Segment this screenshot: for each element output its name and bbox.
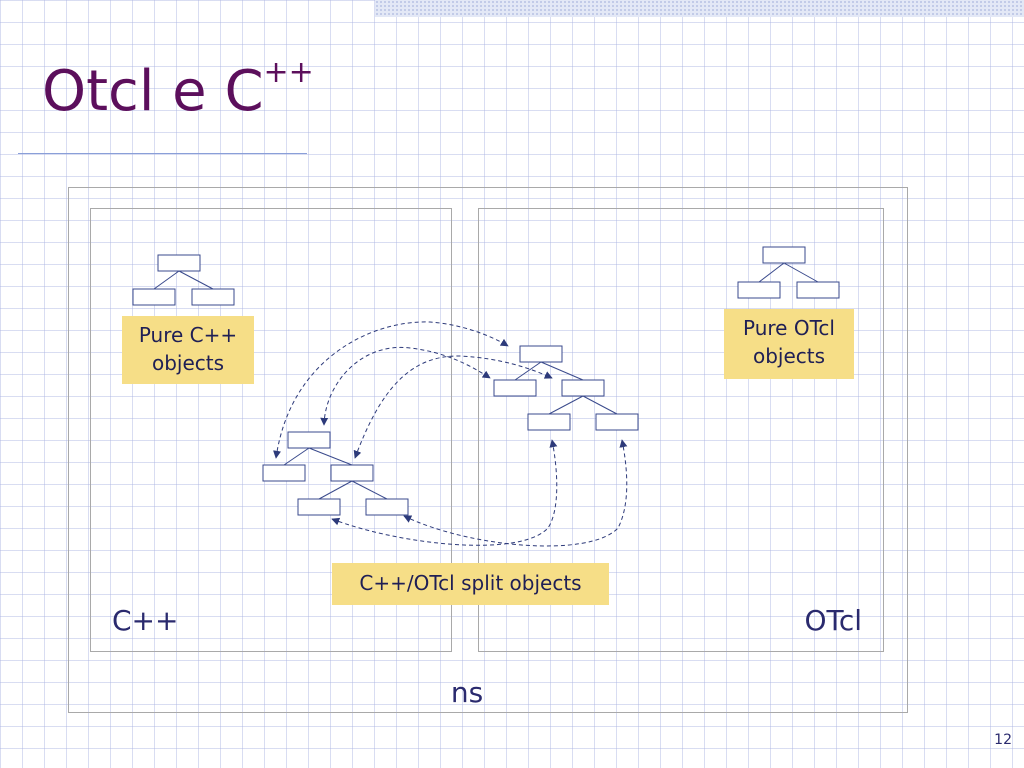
tree-link [178, 270, 214, 290]
tree-link [318, 480, 353, 500]
pure-cpp-note: Pure C++ objects [122, 316, 254, 384]
tree-link [514, 361, 542, 381]
tree-link [308, 447, 353, 466]
link-arrow [320, 346, 491, 426]
note-line: objects [151, 351, 225, 375]
header-band [375, 0, 1024, 17]
tree-link [783, 262, 819, 283]
pure-otcl-note: Pure OTcl objects [724, 309, 854, 379]
object-box [796, 281, 840, 299]
split-cpp-object-tree [262, 431, 409, 516]
link-arrow [273, 321, 509, 459]
page-number: 12 [994, 732, 1012, 748]
object-box [519, 345, 563, 363]
otcl-label: OTcl [804, 604, 862, 637]
link-arrow [403, 439, 628, 547]
split-object-links [273, 321, 628, 547]
title-underline [18, 153, 307, 154]
note-line: Pure OTcl [743, 316, 835, 340]
pure-cpp-object-tree [132, 254, 235, 306]
pure-otcl-object-tree [737, 246, 840, 299]
object-box [365, 498, 409, 516]
tree-link [351, 480, 388, 500]
object-box [262, 464, 306, 482]
tree-link [758, 262, 785, 283]
object-box [287, 431, 331, 449]
ns-frame [68, 187, 908, 713]
slide-title: Otcl e C++ [42, 54, 314, 130]
split-otcl-object-tree [493, 345, 639, 431]
title-superscript: ++ [263, 55, 314, 90]
note-line: objects [752, 344, 826, 368]
tree-link [153, 270, 180, 290]
object-box [595, 413, 639, 431]
object-box [191, 288, 235, 306]
object-box [493, 379, 537, 397]
link-arrow [331, 439, 558, 546]
tree-link [540, 361, 584, 381]
object-box [527, 413, 571, 431]
tree-link [283, 447, 310, 466]
object-box [157, 254, 201, 272]
tree-link [582, 395, 618, 415]
object-box [297, 498, 341, 516]
object-box [762, 246, 806, 264]
object-box [132, 288, 176, 306]
cpp-label: C++ [112, 604, 179, 637]
link-arrow [353, 355, 553, 459]
title-main: Otcl e C [42, 59, 264, 124]
note-line: Pure C++ [138, 323, 238, 347]
ns-label: ns [450, 676, 484, 709]
split-objects-note: C++/OTcl split objects [332, 563, 609, 605]
object-box [737, 281, 781, 299]
object-box [561, 379, 605, 397]
object-box [330, 464, 374, 482]
tree-link [548, 395, 584, 415]
